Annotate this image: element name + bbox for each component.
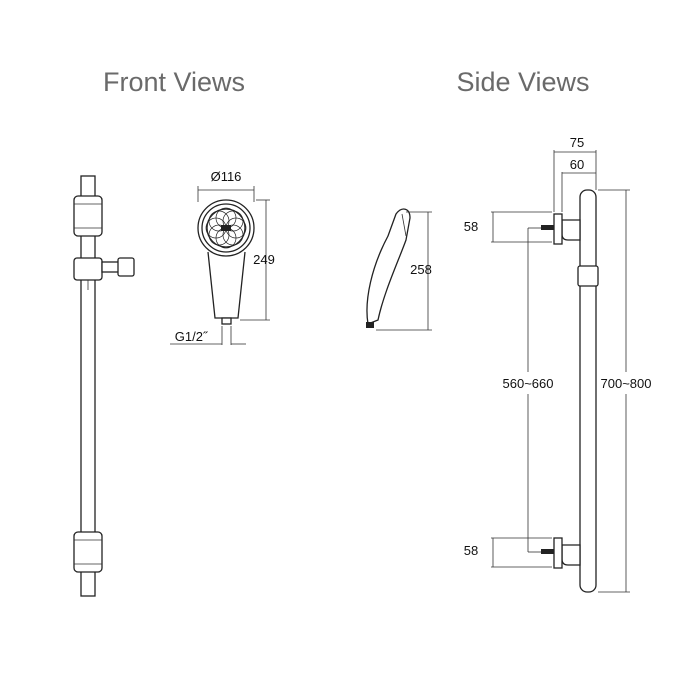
front-hand-shower: Ø116 249 G1/2˝ — [170, 169, 275, 345]
depth-inner-label: 60 — [570, 157, 584, 172]
side-handshower-body — [366, 208, 411, 325]
bar-length-label: 700~800 — [601, 376, 652, 391]
bracket-spacing-label: 560~660 — [503, 376, 554, 391]
depth-outer-label: 75 — [570, 135, 584, 150]
top-bracket-label: 58 — [464, 219, 478, 234]
thread-dimension — [170, 326, 246, 345]
side-bar-tube — [579, 189, 597, 593]
diameter-dimension — [197, 186, 255, 202]
spray-pattern — [205, 207, 247, 249]
front-bar-tube — [80, 175, 96, 597]
handset-length-dimension — [376, 211, 432, 331]
bottom-bracket-dimension — [491, 537, 552, 568]
front-slide-bar — [73, 175, 135, 597]
front-slider-holder — [73, 257, 135, 290]
head-height-dimension — [240, 199, 270, 321]
handset-length-label: 258 — [410, 262, 432, 277]
front-bottom-bracket — [73, 531, 103, 573]
front-views-title: Front Views — [103, 67, 245, 97]
side-bottom-bracket — [528, 537, 581, 569]
handshower-handle — [207, 251, 246, 319]
side-slider — [577, 265, 599, 287]
handshower-connector — [221, 317, 232, 325]
top-bracket-dimension — [491, 211, 552, 243]
side-views-title: Side Views — [456, 67, 589, 97]
depth-dimensions — [553, 150, 597, 212]
bar-length-dimension — [598, 189, 630, 593]
side-top-bracket — [528, 213, 581, 245]
front-top-bracket — [73, 195, 103, 237]
head-height-label: 249 — [253, 252, 275, 267]
thread-label: G1/2˝ — [175, 329, 209, 344]
side-slide-bar: 75 60 58 58 560~660 700~800 — [464, 135, 652, 593]
diameter-label: Ø116 — [211, 169, 242, 184]
bottom-bracket-label: 58 — [464, 543, 478, 558]
side-hand-shower: 258 — [366, 208, 432, 331]
